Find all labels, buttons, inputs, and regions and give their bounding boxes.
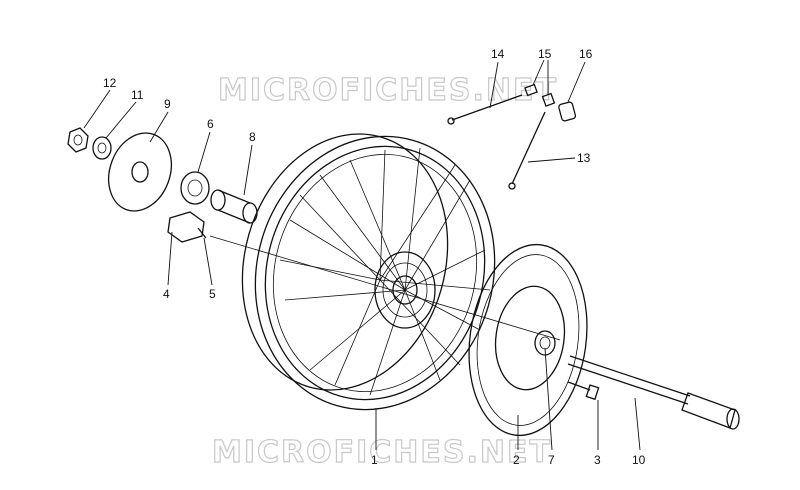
watermark-top: MICROFICHES.NET bbox=[218, 73, 558, 108]
brake-disc bbox=[468, 243, 588, 437]
bolt bbox=[567, 381, 600, 401]
callout-1: 1 bbox=[371, 453, 378, 467]
callout-labels: 1 2 3 4 5 6 7 8 9 10 11 12 13 14 15 16 bbox=[103, 47, 646, 467]
nut bbox=[67, 127, 89, 153]
callout-6: 6 bbox=[207, 117, 214, 131]
dust-cover bbox=[108, 132, 172, 212]
callout-3: 3 bbox=[594, 453, 601, 467]
small-screw bbox=[197, 227, 207, 239]
spoked-wheel bbox=[241, 133, 496, 411]
spoke-nipple bbox=[524, 83, 556, 107]
wheel-hub bbox=[374, 251, 436, 329]
rim-pad bbox=[558, 101, 577, 122]
callout-16: 16 bbox=[579, 47, 593, 61]
leader-lines bbox=[83, 59, 641, 451]
callout-10: 10 bbox=[632, 453, 646, 467]
callout-15: 15 bbox=[538, 47, 552, 61]
spacer bbox=[210, 189, 258, 224]
washer bbox=[92, 136, 112, 160]
callout-9: 9 bbox=[164, 97, 171, 111]
callout-11: 11 bbox=[131, 88, 144, 102]
callout-13: 13 bbox=[577, 151, 591, 165]
callout-14: 14 bbox=[491, 47, 505, 61]
callout-7: 7 bbox=[548, 453, 555, 467]
speedometer-drive bbox=[167, 211, 205, 243]
callout-5: 5 bbox=[209, 287, 216, 301]
callout-8: 8 bbox=[249, 130, 256, 144]
spoke-long bbox=[447, 94, 523, 125]
callout-4: 4 bbox=[163, 287, 170, 301]
bearing bbox=[180, 171, 210, 205]
axle-centerline bbox=[209, 235, 561, 341]
spoke bbox=[508, 111, 546, 190]
callout-12: 12 bbox=[103, 76, 117, 90]
callout-2: 2 bbox=[513, 453, 520, 467]
wheel-spindle bbox=[567, 355, 740, 430]
watermark-bottom: MICROFICHES.NET bbox=[212, 435, 552, 470]
